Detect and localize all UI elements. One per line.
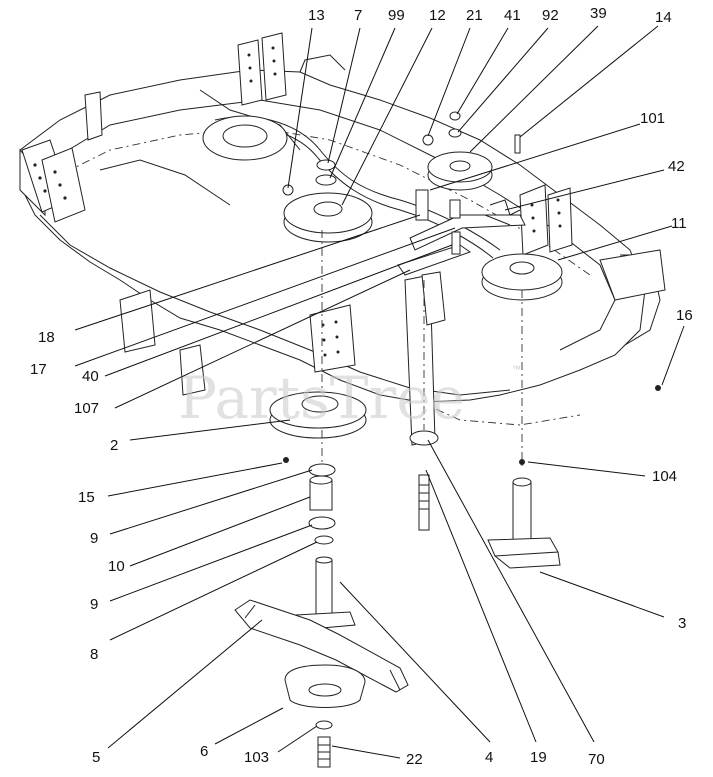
blade-cup [284,664,366,768]
callout-70: 70 [588,751,605,768]
callout-5: 5 [92,749,100,766]
callout-9-lower: 9 [90,596,98,613]
watermark-trademark: ™ [512,364,521,374]
callout-4: 4 [485,749,493,766]
rear-brackets [84,32,287,141]
left-spindle-stack [269,230,367,631]
idler-pulley [427,111,493,191]
spindle-plate-rear [202,115,288,161]
callout-13: 13 [308,7,325,24]
callout-7: 7 [354,7,362,24]
callout-40: 40 [82,368,99,385]
front-skirt-brackets [119,271,446,446]
callout-8: 8 [90,646,98,663]
callout-104: 104 [652,468,677,485]
callout-6: 6 [200,743,208,760]
callout-22: 22 [406,751,423,768]
callout-14: 14 [655,9,672,26]
left-bracket [21,139,86,223]
callout-101: 101 [640,110,665,127]
callout-19: 19 [530,749,547,766]
pulley-right [481,253,563,301]
callout-41: 41 [504,7,521,24]
pulley-left [283,159,373,243]
watermark-text: PartsTree [178,364,465,432]
callout-18: 18 [38,329,55,346]
callout-21: 21 [466,7,483,24]
callout-92: 92 [542,7,559,24]
callout-107: 107 [74,400,99,417]
callout-12: 12 [429,7,446,24]
right-spindle-stack [487,290,661,569]
blade [234,599,409,693]
callout-10: 10 [108,558,125,575]
callout-9-upper: 9 [90,530,98,547]
center-bolt-stack [409,280,439,531]
callout-15: 15 [78,489,95,506]
right-side-bracket [519,184,573,256]
watermark: PartsTree ™ [178,364,521,432]
callout-16: 16 [676,307,693,324]
callout-11: 11 [671,215,687,232]
callout-17: 17 [30,361,47,378]
leader-lines [74,25,685,759]
callout-103: 103 [244,749,269,766]
callout-39: 39 [590,5,607,22]
callout-2: 2 [110,437,118,454]
callout-42: 42 [668,158,685,175]
callout-labels: 13 7 99 12 21 41 92 39 14 101 42 11 16 1… [30,5,693,768]
callout-3: 3 [678,615,686,632]
callout-99: 99 [388,7,405,24]
